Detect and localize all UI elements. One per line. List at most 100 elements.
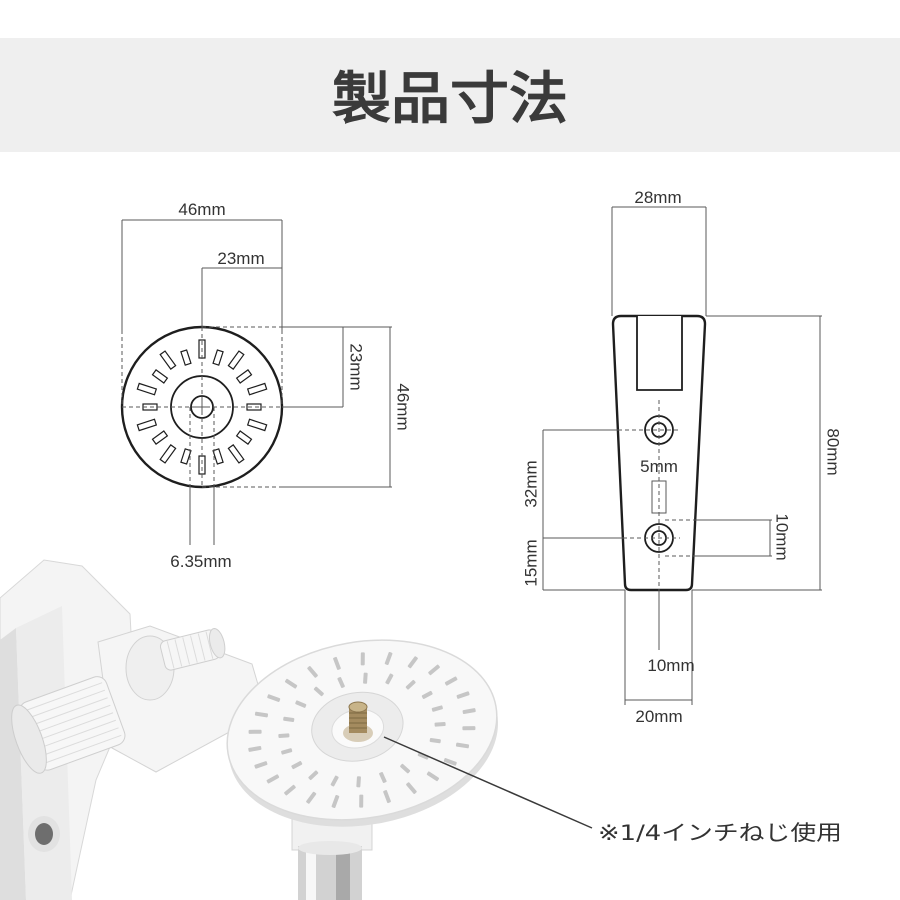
label-screw-diameter: 6.35mm: [170, 552, 231, 571]
label-bottom-half-width: 10mm: [647, 656, 694, 675]
post-rim: [298, 841, 362, 855]
plate-slit: [248, 729, 262, 734]
plate-slit: [417, 752, 429, 760]
knob-rib: [190, 635, 198, 663]
title-band: [0, 38, 900, 152]
plate-slit: [421, 690, 433, 699]
plate-slit: [363, 672, 368, 684]
plate-slot: [159, 444, 177, 464]
plate-slit: [405, 679, 416, 690]
plate-slit: [284, 678, 298, 689]
plate-slit: [278, 733, 290, 738]
knob-rib: [33, 704, 111, 734]
plate-slit: [283, 716, 295, 722]
plate-slot: [212, 349, 224, 366]
plate-slot: [180, 448, 192, 465]
quarter-inch-screw: [343, 701, 373, 742]
knob-rib: [24, 682, 103, 712]
label-top-width: 28mm: [634, 188, 681, 207]
label-half-height: 23mm: [347, 343, 366, 390]
callout-leader-line: [383, 736, 593, 829]
post-highlight: [306, 846, 316, 900]
knob-rib: [174, 639, 183, 667]
plate-slit: [431, 705, 443, 712]
plate-slit: [400, 763, 411, 774]
knob-rib: [35, 712, 114, 742]
small-knob-cap: [208, 628, 226, 659]
label-overall-height: 46mm: [394, 383, 413, 430]
bracket-drawing: 28mm 80mm 5mm 32mm 15mm 10mm 10mm 20mm: [522, 188, 843, 726]
page-title: 製品寸法: [332, 67, 568, 132]
plate-slit: [331, 794, 340, 809]
plate-slit: [407, 656, 418, 669]
plate-slit: [462, 726, 476, 731]
large-knob-cap: [11, 704, 47, 774]
mounting-hole: [35, 823, 53, 845]
post-shade: [336, 846, 350, 900]
knob-rib: [44, 734, 122, 764]
knob-rib: [182, 637, 190, 665]
label-height: 80mm: [824, 428, 843, 475]
plate-slit: [281, 748, 293, 755]
plate-slot: [246, 382, 268, 396]
plate-slit: [428, 664, 440, 676]
large-knob: [11, 676, 126, 774]
plate-slit: [462, 708, 476, 715]
plate-slot: [136, 418, 158, 432]
label-hole-spacing: 32mm: [522, 460, 541, 507]
plate-slot: [180, 349, 192, 366]
plate-slot: [198, 455, 206, 475]
round-plate-drawing: 46mm 23mm 23mm 46mm 6.35mm: [120, 200, 413, 571]
label-half-width: 23mm: [217, 249, 264, 268]
knob-rib: [41, 727, 119, 757]
label-bottom-width: 20mm: [635, 707, 682, 726]
label-hole-diameter: 10mm: [773, 513, 792, 560]
plate-slit: [379, 771, 387, 784]
plate-slit: [254, 711, 269, 718]
label-bottom-hole-offset: 15mm: [522, 539, 541, 586]
plate-slit: [406, 782, 417, 794]
plate-slit: [455, 742, 470, 749]
plate-slit: [356, 776, 361, 788]
plate-slit: [330, 775, 339, 787]
plate-slot: [227, 350, 245, 370]
plate-slit: [308, 770, 319, 781]
plate-slit: [385, 673, 394, 685]
screw-tip: [348, 701, 368, 713]
plate-slit: [284, 784, 296, 796]
bracket-side-shade: [0, 628, 26, 900]
knob-rib: [197, 633, 206, 661]
plate-slit: [306, 791, 317, 804]
plate-slot-ring: [136, 339, 268, 475]
plate-slit: [291, 761, 303, 770]
small-knob: [159, 628, 226, 671]
plate-slit: [429, 738, 441, 744]
plate-slot: [151, 369, 169, 384]
knob-rib: [30, 697, 108, 727]
screw-callout-text: ※1/4インチねじ使用: [598, 821, 842, 845]
plate-slit: [267, 694, 281, 702]
knob-rib: [38, 719, 116, 749]
plate-slot: [136, 382, 158, 396]
plate-slit: [337, 676, 345, 689]
knob-rib: [166, 641, 175, 669]
plate-slit: [456, 691, 470, 699]
bracket-notch: [636, 316, 683, 391]
plate-slit: [426, 771, 440, 782]
plate-slit: [307, 666, 318, 678]
plate-slit: [266, 774, 280, 784]
plate-slot: [235, 430, 253, 445]
plate-slit: [384, 651, 393, 666]
label-slot-width: 5mm: [640, 457, 678, 476]
plate-slit: [443, 758, 457, 766]
label-overall-width: 46mm: [178, 200, 225, 219]
plate-slot: [159, 350, 177, 370]
plate-slit: [383, 790, 391, 804]
plate-slit: [248, 745, 262, 752]
plate-slit: [313, 686, 324, 697]
plate-slot: [246, 403, 262, 411]
plate-slot: [227, 444, 245, 464]
plate-slit: [254, 761, 268, 769]
